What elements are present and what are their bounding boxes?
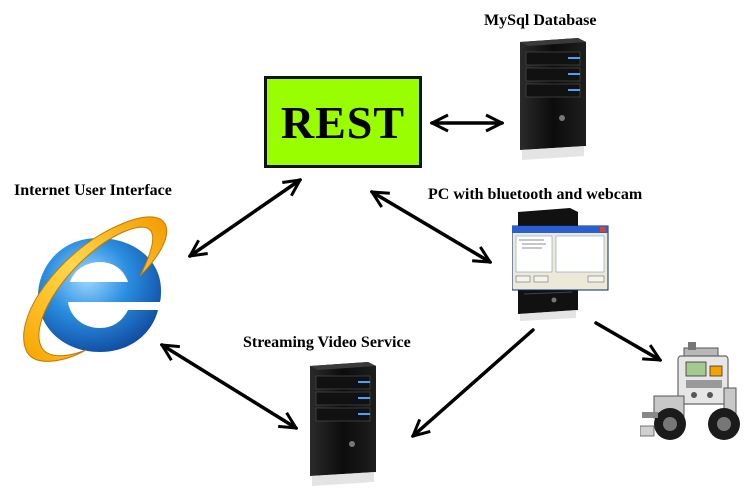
rest-box: REST — [264, 76, 422, 168]
rest-label: REST — [280, 96, 406, 148]
streaming-label: Streaming Video Service — [243, 334, 411, 351]
arrow-rest-pc — [372, 190, 490, 264]
arrow-pc-streaming — [413, 328, 535, 436]
arrow-pc-robot — [594, 321, 660, 362]
arrow-browser-streaming — [162, 345, 296, 428]
mysql-label: MySql Database — [484, 12, 597, 29]
pc-server-with-window-icon — [512, 208, 609, 321]
server-tower-icon — [310, 362, 376, 486]
arrow-rest-browser — [190, 180, 300, 256]
internet-explorer-logo-icon — [23, 216, 168, 362]
server-tower-icon — [520, 38, 586, 160]
internet-ui-label: Internet User Interface — [14, 182, 172, 199]
pc-label: PC with bluetooth and webcam — [428, 186, 643, 203]
lego-mindstorms-robot-icon — [640, 342, 740, 440]
